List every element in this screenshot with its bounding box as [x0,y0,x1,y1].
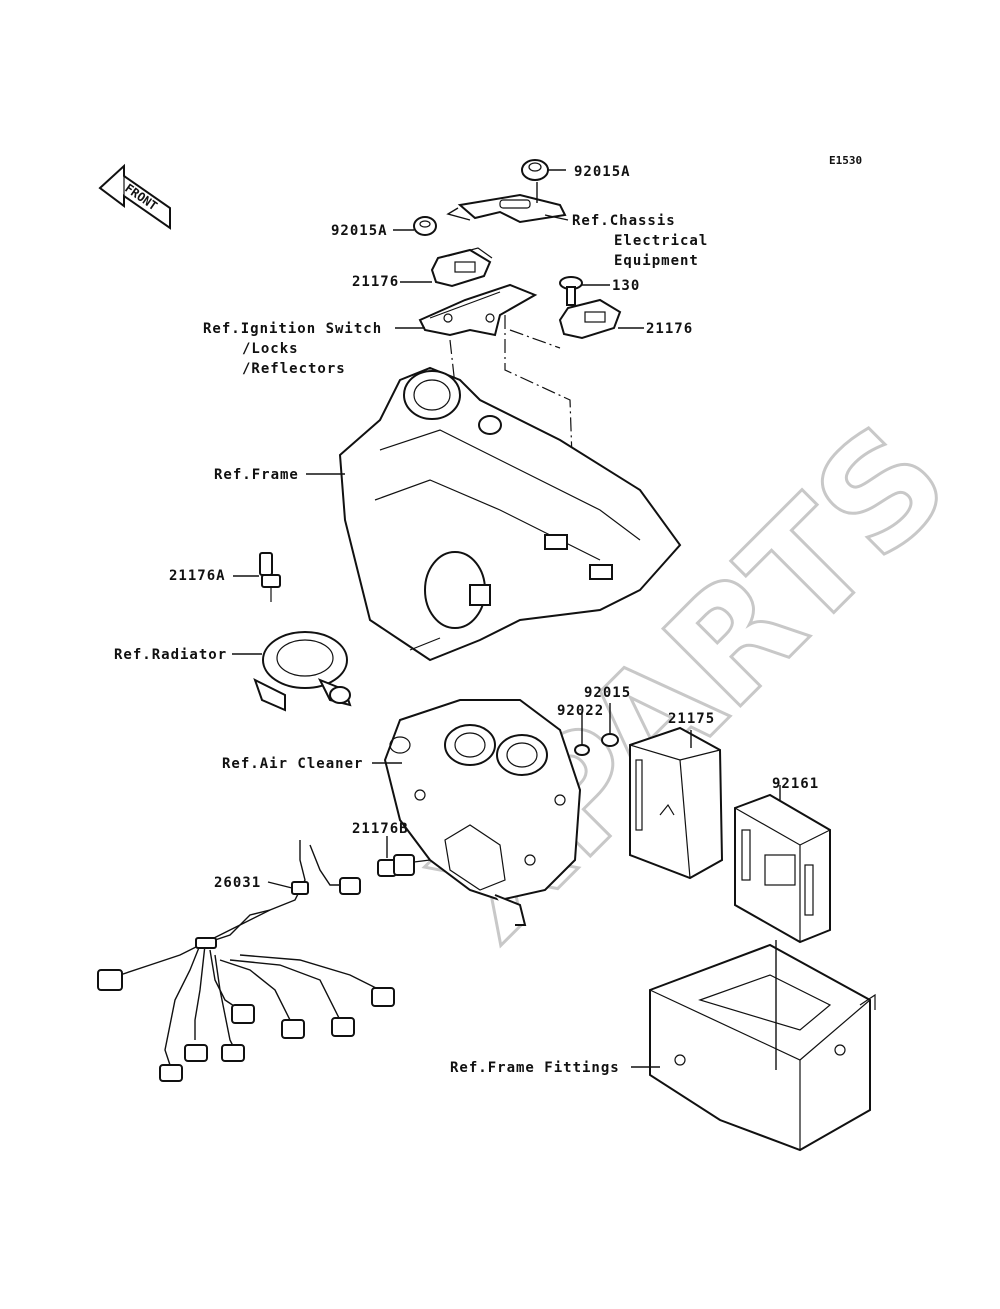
wiring-harness-26031 [97,840,395,1082]
label-21176-right: 21176 [646,321,694,337]
air-cleaner-plate [383,699,582,926]
sensor-21176A [259,552,281,602]
bracket-middle [418,283,538,337]
ecu-case-92161 [734,793,831,944]
diagram-code: E1530 [829,154,863,167]
relay-21176-right [558,298,622,340]
nut-92015A-left [413,216,437,236]
label-92161: 92161 [772,776,820,792]
label-ref-frame-fittings: Ref.Frame Fittings [450,1060,620,1076]
label-ref-ignition-3: /Reflectors [242,361,346,377]
label-ref-chassis-3: Equipment [614,253,699,269]
label-ref-frame: Ref.Frame [214,467,299,483]
label-92015A-top: 92015A [574,164,631,180]
front-arrow-icon: FRONT [98,163,171,230]
ecu-21175 [629,726,724,880]
label-21176A: 21176A [169,568,226,584]
label-21176B: 21176B [352,821,409,837]
label-ref-radiator: Ref.Radiator [114,647,228,663]
label-ref-ignition-2: /Locks [242,341,299,357]
nut-92015 [601,733,619,747]
label-130: 130 [612,278,641,294]
frame-fittings-tray [649,943,876,1152]
bolt-130 [559,276,583,306]
frame-part [338,366,682,662]
label-92015A-left: 92015A [331,223,388,239]
radiator-housing [253,631,352,712]
label-ref-ignition-1: Ref.Ignition Switch [203,321,383,337]
label-92022: 92022 [557,703,605,719]
relay-21176-left [430,247,493,288]
label-92015: 92015 [584,685,632,701]
sensor-21176B [377,854,431,877]
label-26031: 26031 [214,875,262,891]
label-ref-chassis-2: Electrical [614,233,709,249]
label-21176-left: 21176 [352,274,400,290]
nut-92015A-top [521,159,549,181]
washer-92022 [574,744,590,756]
bracket-top [446,193,567,224]
label-ref-air-cleaner: Ref.Air Cleaner [222,756,364,772]
label-ref-chassis-1: Ref.Chassis [572,213,676,229]
label-21175: 21175 [668,711,716,727]
